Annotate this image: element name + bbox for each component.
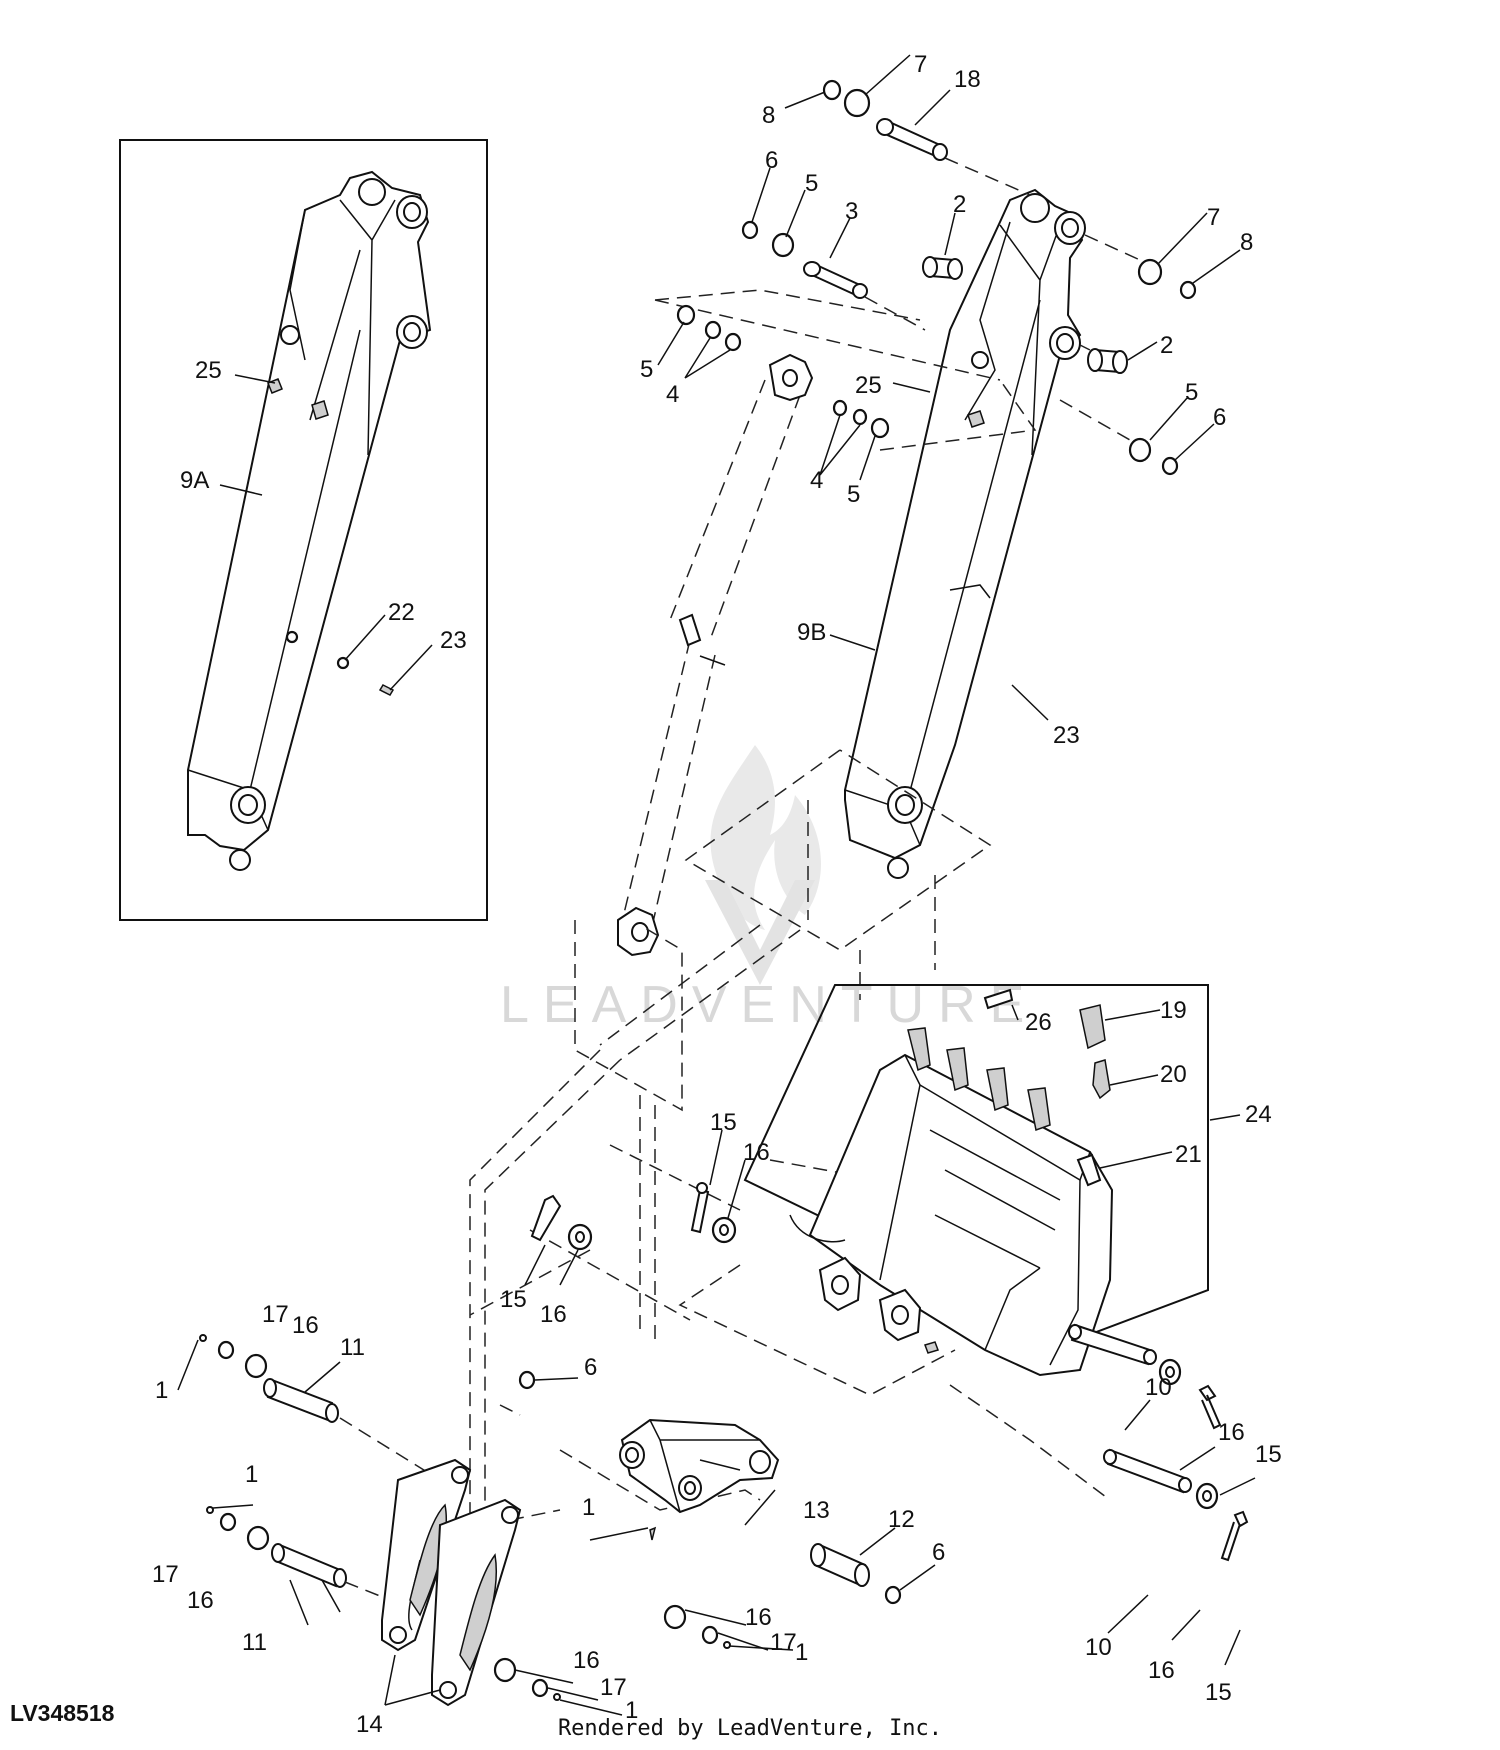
figure-id: LV348518 [10, 1700, 115, 1726]
washer [843, 88, 871, 118]
callout-15: 15 [710, 1109, 737, 1136]
side-links-14 [381, 1458, 522, 1707]
callout-1: 1 [245, 1461, 258, 1488]
callout-19: 19 [1160, 997, 1187, 1024]
callout-10: 10 [1145, 1374, 1172, 1401]
callout-25: 25 [195, 357, 222, 384]
callout-23: 23 [1053, 722, 1080, 749]
upper-pin-hardware [741, 79, 1197, 476]
bucket-pins-right [1068, 1323, 1249, 1562]
callout-16: 16 [1218, 1419, 1245, 1446]
callout-17: 17 [600, 1674, 627, 1701]
callout-25: 25 [855, 372, 882, 399]
callout-18: 18 [954, 66, 981, 93]
bottom-hardware [493, 1604, 731, 1701]
callout-1: 1 [795, 1639, 808, 1666]
callout-20: 20 [1160, 1061, 1187, 1088]
callout-15: 15 [1205, 1679, 1232, 1706]
callout-11: 11 [242, 1629, 267, 1656]
callout-11: 11 [340, 1334, 365, 1361]
callout-8: 8 [1240, 229, 1253, 256]
bucket-pin-hardware-left [530, 1182, 737, 1251]
callout-12: 12 [888, 1506, 915, 1533]
bucket-assembly [743, 984, 1209, 1377]
callout-9b: 9B [797, 619, 826, 646]
callout-14: 14 [356, 1711, 383, 1738]
callout-13: 13 [803, 1497, 830, 1524]
render-credit: Rendered by LeadVenture, Inc. [557, 1716, 943, 1741]
callout-5: 5 [1185, 379, 1198, 406]
callout-1: 1 [625, 1697, 638, 1724]
callout-6: 6 [1213, 404, 1226, 431]
callout-24: 24 [1245, 1101, 1272, 1128]
callout-22: 22 [388, 599, 415, 626]
callout-1: 1 [155, 1377, 168, 1404]
callout-1: 1 [582, 1494, 595, 1521]
left-pin-hardware [199, 1334, 441, 1601]
callout-8: 8 [762, 102, 775, 129]
callout-5: 5 [805, 170, 818, 197]
callout-6: 6 [765, 147, 778, 174]
bucket-group-frame [743, 984, 1209, 1342]
callout-6: 6 [584, 1354, 597, 1381]
callout-2: 2 [953, 191, 966, 218]
retaining-ring [822, 79, 842, 101]
inset-arm-9a [119, 139, 488, 921]
leader-lines [177, 54, 1256, 1716]
callout-15: 15 [1255, 1441, 1282, 1468]
callout-16: 16 [1148, 1657, 1175, 1684]
callout-labels: 7 18 8 6 5 3 2 7 8 2 5 4 25 4 5 5 6 25 9… [152, 51, 1282, 1738]
callout-16: 16 [187, 1587, 214, 1614]
callout-7: 7 [914, 51, 927, 78]
arm-9b [844, 188, 1086, 879]
callout-16: 16 [743, 1139, 770, 1166]
callout-16: 16 [540, 1301, 567, 1328]
callout-23: 23 [440, 627, 467, 654]
callout-15: 15 [500, 1286, 527, 1313]
callout-5: 5 [640, 356, 653, 383]
callout-3: 3 [845, 198, 858, 225]
callout-7: 7 [1207, 204, 1220, 231]
callout-26: 26 [1025, 1009, 1052, 1036]
callout-6: 6 [932, 1539, 945, 1566]
callout-16: 16 [745, 1604, 772, 1631]
link-pin-12 [518, 1370, 902, 1605]
callout-17: 17 [152, 1561, 179, 1588]
callout-10: 10 [1085, 1634, 1112, 1661]
callout-5: 5 [847, 481, 860, 508]
watermark: LEADVENTURE [500, 745, 1024, 1034]
callout-17: 17 [262, 1301, 289, 1328]
callout-21: 21 [1175, 1141, 1202, 1168]
inset-frame [119, 139, 488, 921]
callout-16: 16 [573, 1647, 600, 1674]
callout-9a: 9A [180, 467, 209, 494]
guide-link-13 [619, 1418, 780, 1541]
callout-16: 16 [292, 1312, 319, 1339]
callout-2: 2 [1160, 332, 1173, 359]
callout-4: 4 [666, 381, 679, 408]
callout-17: 17 [770, 1629, 797, 1656]
callout-4: 4 [810, 467, 823, 494]
